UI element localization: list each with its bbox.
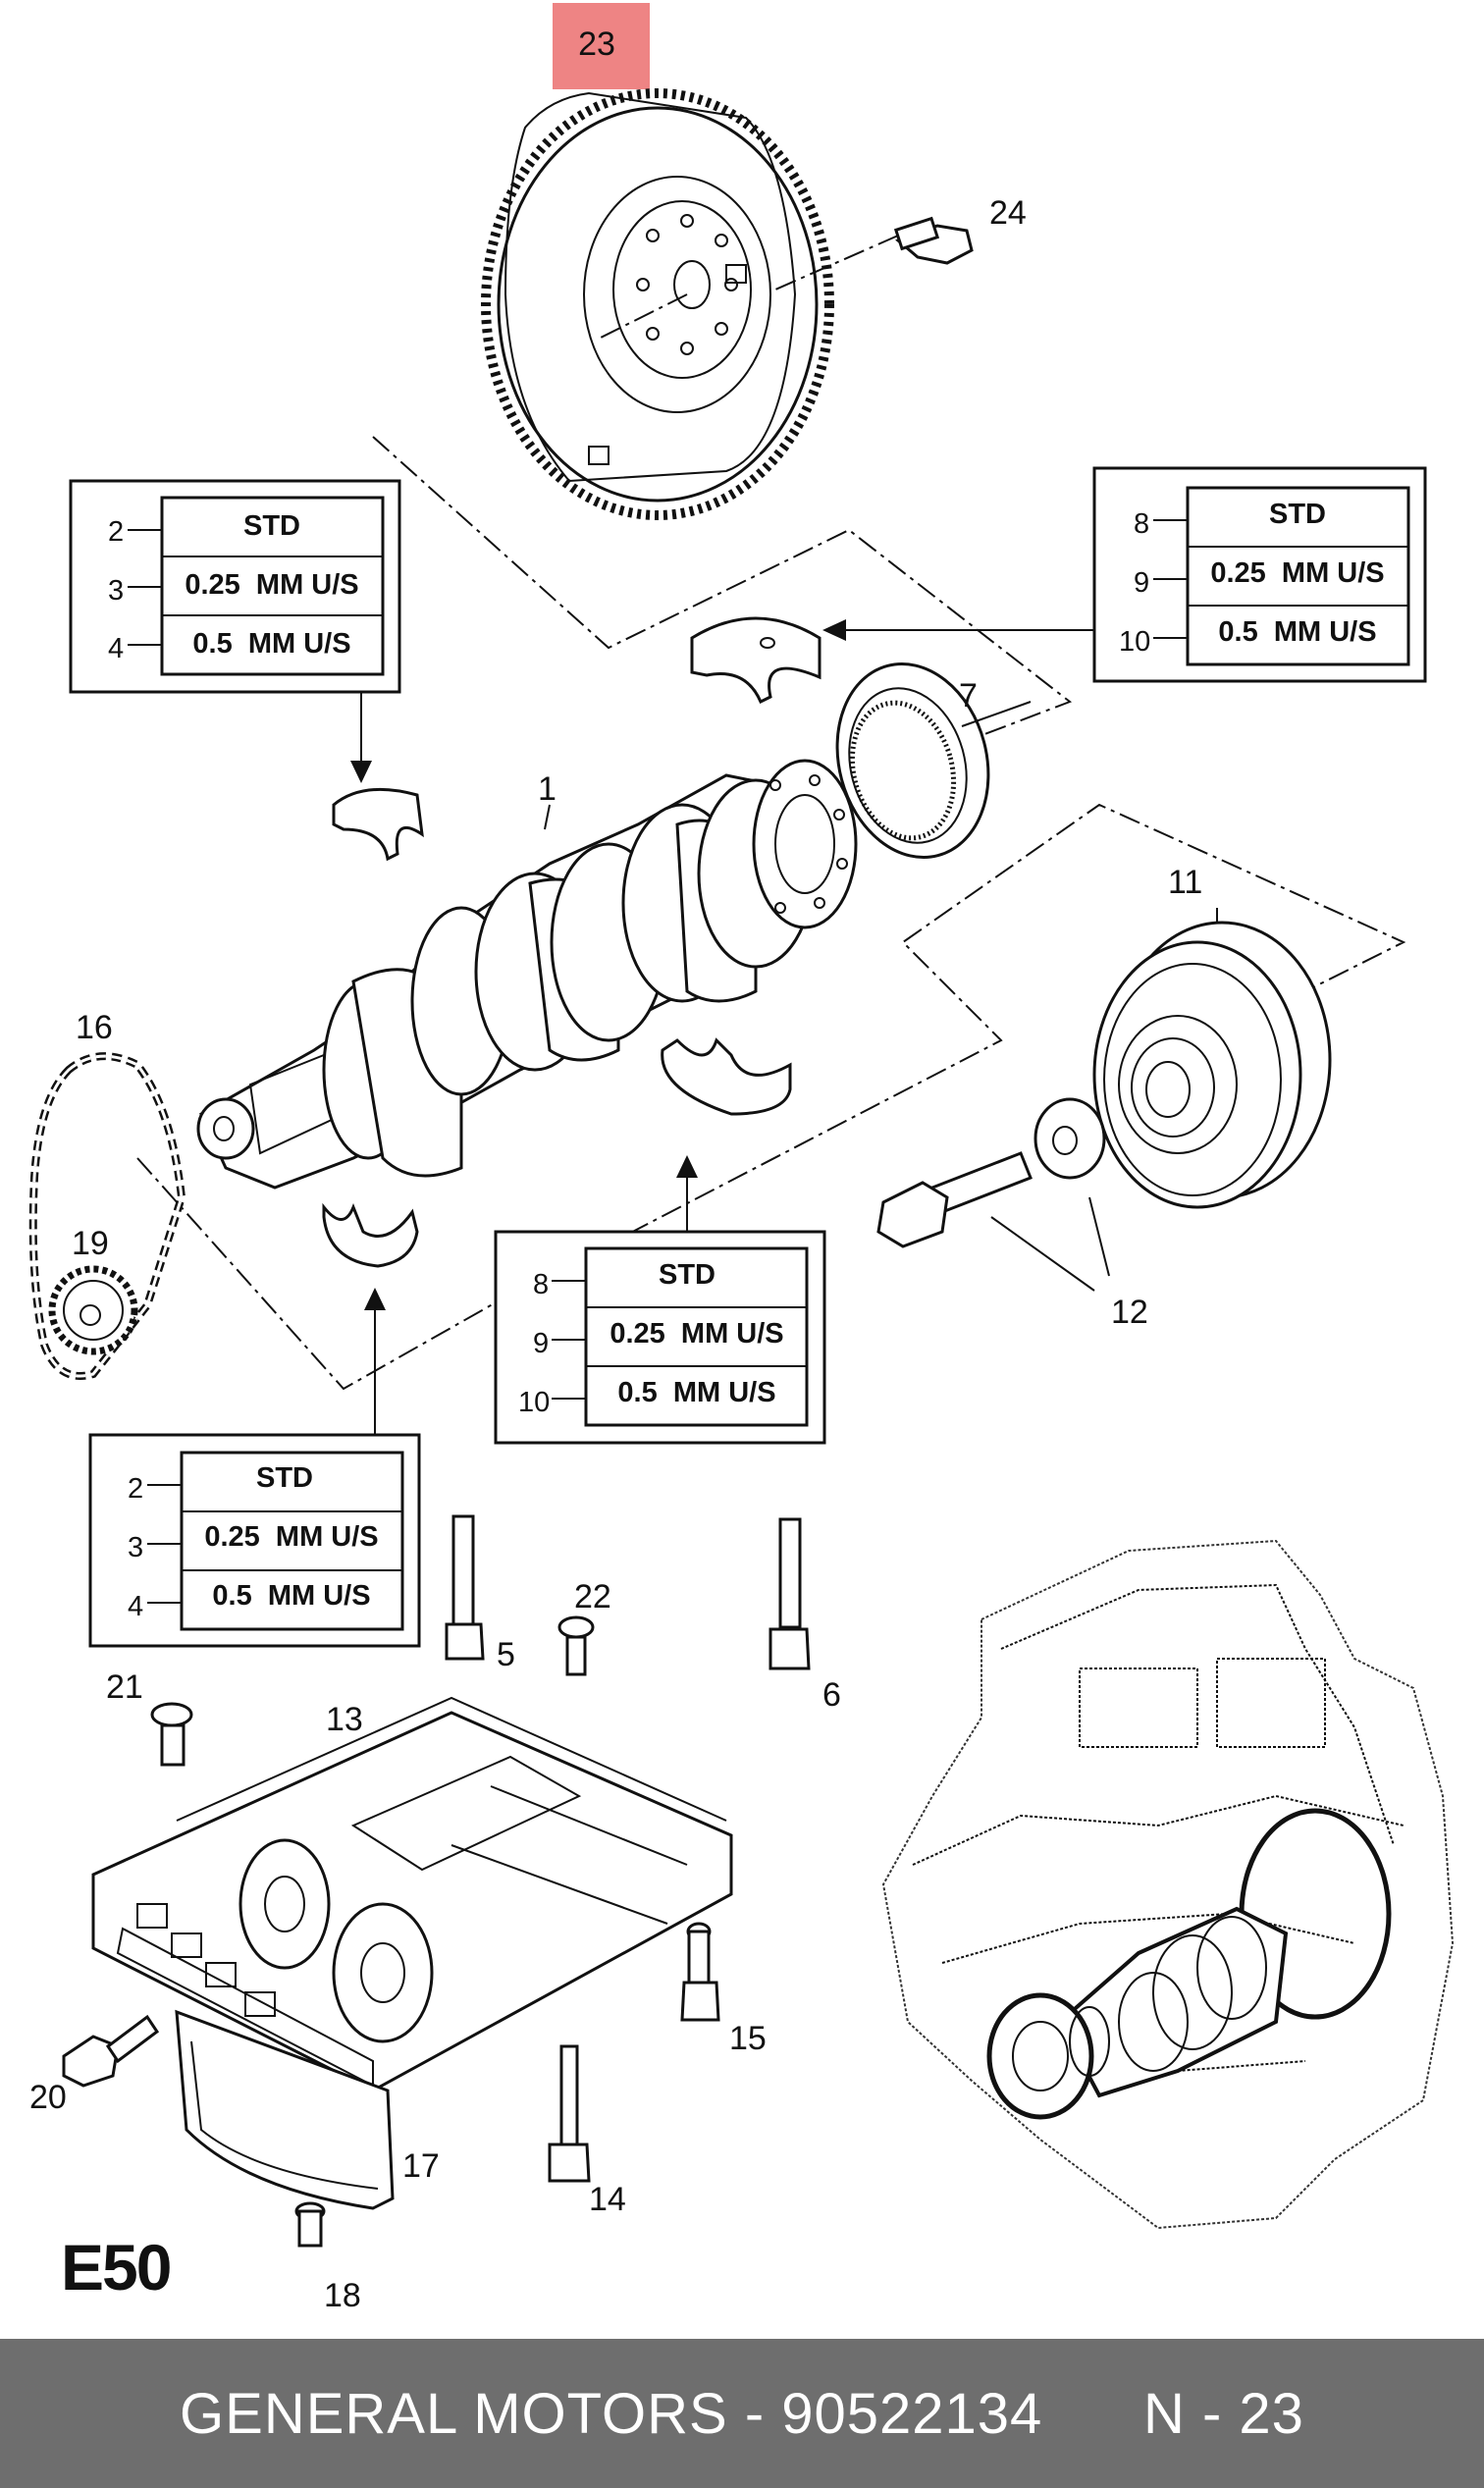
bolt-15-illustration <box>680 1922 720 2022</box>
callout-1: 1 <box>538 770 556 808</box>
screw-21-illustration <box>150 1702 193 1767</box>
lower-bearing-shell-middle <box>661 1037 792 1116</box>
callout-7: 7 <box>959 677 978 715</box>
callout-13: 13 <box>326 1701 363 1738</box>
table-tr-row2-num: 9 <box>1134 567 1149 599</box>
table-mid-row1-label: STD <box>659 1259 716 1291</box>
table-tr-row3-num: 10 <box>1119 626 1150 658</box>
table-bl-row1-label: STD <box>256 1462 313 1494</box>
table-tl-row2-num: 3 <box>108 575 124 607</box>
table-tl-row1-label: STD <box>243 510 300 542</box>
callout-11: 11 <box>1168 864 1202 901</box>
callout-17: 17 <box>402 2147 440 2185</box>
callout-15: 15 <box>729 2020 767 2057</box>
bolt-14-illustration <box>548 2044 591 2183</box>
table-mid-row1-num: 8 <box>533 1269 549 1300</box>
screw-22-illustration <box>557 1615 595 1676</box>
lower-bearing-shell-left <box>322 1202 419 1268</box>
table-bl-row2-label: 0.25 MM U/S <box>204 1521 378 1553</box>
callout-6: 6 <box>822 1676 841 1714</box>
main-cap-bolt-5-illustration <box>445 1514 485 1661</box>
table-bl-row1-num: 2 <box>128 1473 143 1505</box>
table-mid-row2-label: 0.25 MM U/S <box>610 1318 783 1350</box>
callout-18: 18 <box>324 2277 361 2314</box>
callout-5: 5 <box>497 1636 515 1673</box>
callout-22: 22 <box>574 1578 611 1615</box>
bearing-table-top-right: 8 9 10 STD 0.25 MM U/S 0.5 MM U/S <box>822 466 1427 683</box>
oil-pan-illustration <box>175 2009 395 2210</box>
crankshaft-pulley-illustration <box>1092 908 1332 1209</box>
callout-23: 23 <box>578 26 615 63</box>
flywheel-illustration <box>481 88 834 520</box>
upper-bearing-shell-left <box>332 787 424 862</box>
bearing-bedplate-illustration <box>91 1696 733 2092</box>
callout-19: 19 <box>72 1225 109 1262</box>
engine-location-overview-illustration <box>881 1539 1455 2230</box>
table-tl-row2-label: 0.25 MM U/S <box>185 569 358 601</box>
table-tl-row3-label: 0.5 MM U/S <box>192 628 350 660</box>
upper-bearing-shell-top <box>690 616 822 705</box>
table-mid-row3-num: 10 <box>518 1387 550 1418</box>
footer-part-info: GENERAL MOTORS - 90522134 N - 23 <box>180 2381 1304 2446</box>
table-bl-row3-label: 0.5 MM U/S <box>212 1580 370 1612</box>
callout-24: 24 <box>989 194 1027 232</box>
callout-20: 20 <box>29 2079 67 2116</box>
table-bl-row3-num: 4 <box>128 1591 143 1622</box>
flywheel-bolt-illustration <box>774 216 974 291</box>
table-mid-row2-num: 9 <box>533 1328 549 1359</box>
table-tr-row1-label: STD <box>1269 499 1326 530</box>
crankshaft-sprocket-illustration <box>48 1265 138 1355</box>
table-mid-row3-label: 0.5 MM U/S <box>617 1377 775 1408</box>
callout-16: 16 <box>76 1009 113 1046</box>
callout-21: 21 <box>106 1668 143 1706</box>
table-tr-row1-num: 8 <box>1134 508 1149 540</box>
bolt-18-illustration <box>294 2201 326 2248</box>
footer-bar: GENERAL MOTORS - 90522134 N - 23 <box>0 2339 1484 2488</box>
table-bl-row2-num: 3 <box>128 1532 143 1563</box>
part-23-highlight <box>553 3 650 89</box>
rear-main-seal-illustration <box>835 662 1032 860</box>
exploded-parts-diagram: 2 3 4 STD 0.25 MM U/S 0.5 MM U/S 8 9 10 … <box>28 26 1455 2314</box>
bolt-20-illustration <box>62 2014 160 2088</box>
bearing-table-bottom-left: 2 3 4 STD 0.25 MM U/S 0.5 MM U/S <box>88 1288 421 1648</box>
table-tl-row3-num: 4 <box>108 633 124 664</box>
table-tr-row3-label: 0.5 MM U/S <box>1218 616 1376 648</box>
callout-12: 12 <box>1111 1294 1148 1331</box>
table-tr-row2-label: 0.25 MM U/S <box>1210 557 1384 589</box>
main-cap-bolt-6-illustration <box>768 1517 811 1670</box>
pulley-bolt-illustration <box>876 1151 1110 1292</box>
table-tl-row1-num: 2 <box>108 516 124 548</box>
diagram-code: E50 <box>61 2231 170 2303</box>
callout-14: 14 <box>589 2181 626 2218</box>
crankshaft-illustration <box>196 759 858 1190</box>
bearing-table-top-left: 2 3 4 STD 0.25 MM U/S 0.5 MM U/S <box>69 479 401 783</box>
bearing-table-middle: 8 9 10 STD 0.25 MM U/S 0.5 MM U/S <box>494 1155 826 1445</box>
pulley-washer-illustration <box>1034 1097 1106 1180</box>
